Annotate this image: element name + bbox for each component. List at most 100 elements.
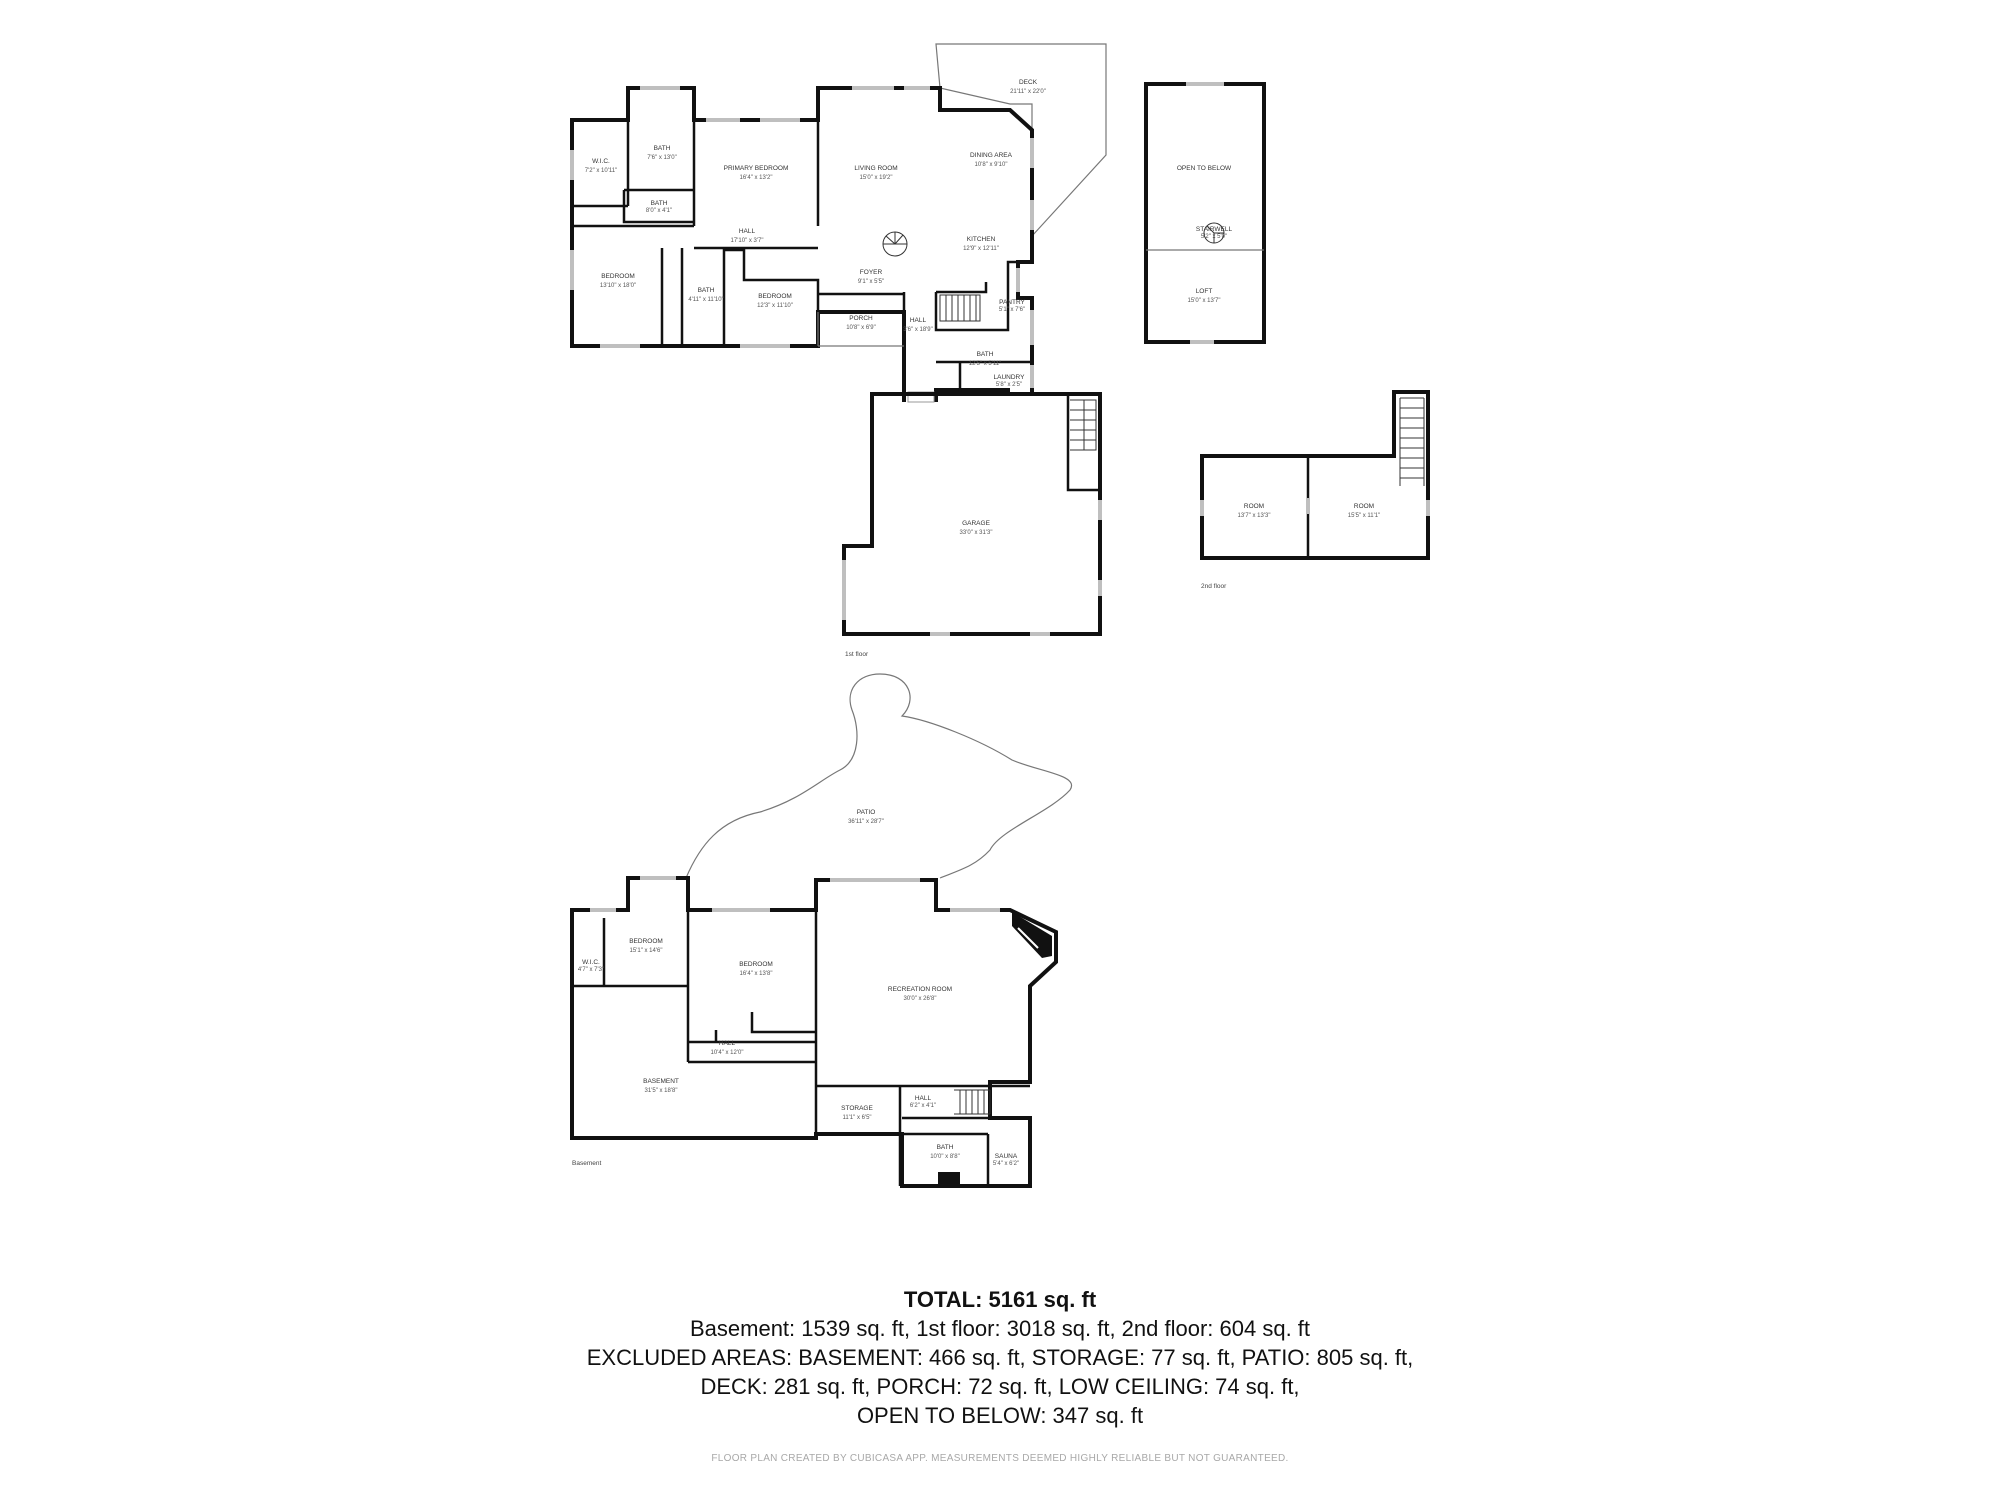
floor-areas: Basement: 1539 sq. ft, 1st floor: 3018 s… xyxy=(689,1316,1311,1341)
stairwell-dim: 5'2" x 5'0" xyxy=(1201,234,1227,240)
living-dim: 15'0" x 19'2" xyxy=(860,175,893,181)
room1-dim: 13'7" x 13'3" xyxy=(1238,513,1271,519)
foyer-dim: 9'1" x 5'5" xyxy=(858,279,884,285)
first-floor-label: 1st floor xyxy=(845,651,869,658)
foyer-stair-icon xyxy=(939,294,981,322)
storage-dim: 11'1" x 6'5" xyxy=(842,1115,871,1121)
garage-windows xyxy=(842,500,1102,636)
bath1-name: BATH xyxy=(654,145,671,152)
wic-name: W.I.C. xyxy=(592,158,610,165)
first-floor-windows xyxy=(570,86,1034,388)
hall2-name: HALL xyxy=(910,317,927,324)
basement-room-name: BASEMENT xyxy=(643,1078,679,1085)
fireplace-icon xyxy=(1012,912,1052,958)
second-floor-plan: ROOM 13'7" x 13'3" ROOM 15'5" x 11'1" 2n… xyxy=(1200,390,1430,590)
primary-bedroom-dim: 16'4" x 13'2" xyxy=(740,175,773,181)
basement-bedroom2-dim: 16'4" x 13'8" xyxy=(740,971,773,977)
pantry-dim: 5'1" x 7'6" xyxy=(999,307,1025,313)
kitchen-name: KITCHEN xyxy=(967,236,996,243)
second-floor-windows xyxy=(1200,498,1430,516)
bath4-dim: 12'5" x 5'11" xyxy=(969,361,1001,367)
area-summary: TOTAL: 5161 sq. ft Basement: 1539 sq. ft… xyxy=(0,1285,2000,1430)
bedroom2-dim: 12'3" x 11'10" xyxy=(757,303,793,309)
garage-stair-walls xyxy=(1066,394,1100,492)
foyer-name: FOYER xyxy=(860,269,883,276)
loft-outer-wall xyxy=(1144,82,1266,344)
porch-dim: 10'8" x 6'9" xyxy=(846,325,876,331)
pantry-name: PANTRY xyxy=(999,299,1025,306)
patio-outline xyxy=(685,673,1073,879)
house-outer-wall xyxy=(570,86,1034,396)
garage-outer-wall xyxy=(842,392,1102,636)
bedroom2-name: BEDROOM xyxy=(758,293,792,300)
sauna-dim: 5'4" x 6'2" xyxy=(993,1161,1019,1167)
basement-stair-icon xyxy=(954,1089,991,1115)
laundry-dim: 5'8" x 2'5" xyxy=(996,382,1022,388)
room2-dim: 15'5" x 11'1" xyxy=(1348,513,1380,519)
dining-name: DINING AREA xyxy=(970,152,1013,159)
basement-floor-label: Basement xyxy=(572,1160,601,1167)
dining-dim: 10'8" x 9'10" xyxy=(975,162,1008,168)
kitchen-dim: 12'9" x 12'11" xyxy=(963,246,999,252)
basement-windows xyxy=(590,876,1000,912)
excluded-areas-line3: OPEN TO BELOW: 347 sq. ft xyxy=(856,1403,1144,1428)
bedroom1-name: BEDROOM xyxy=(601,273,635,280)
sauna-heater-icon xyxy=(938,1172,960,1186)
deck-name: DECK xyxy=(1019,79,1038,86)
garage-name: GARAGE xyxy=(962,520,990,527)
bath2-dim: 8'0" x 4'1" xyxy=(646,208,672,214)
total-area: TOTAL: 5161 sq. ft xyxy=(903,1287,1097,1312)
second-floor-stair-icon xyxy=(1399,397,1425,486)
bath4-name: BATH xyxy=(977,351,994,358)
basement-room-dim: 31'5" x 18'8" xyxy=(645,1088,678,1094)
storage-name: STORAGE xyxy=(841,1105,873,1112)
hall1-name: HALL xyxy=(739,228,756,235)
loft-windows xyxy=(1186,82,1224,344)
basement-outer-wall xyxy=(570,876,1058,1188)
excluded-areas-line1: EXCLUDED AREAS: BASEMENT: 466 sq. ft, ST… xyxy=(586,1345,1414,1370)
first-floor-interior-walls xyxy=(572,120,1032,394)
deck-outline xyxy=(935,43,1107,238)
open-to-below-name: OPEN TO BELOW xyxy=(1177,165,1232,172)
hall2-dim: 3'6" x 18'9" xyxy=(903,327,933,333)
basement-bedroom2-name: BEDROOM xyxy=(739,961,773,968)
basement-bedroom1-dim: 15'1" x 14'6" xyxy=(630,948,663,954)
first-floor-plan: DECK 21'11" x 22'0" DINING AREA 10'8" x … xyxy=(570,43,1107,658)
room2-name: ROOM xyxy=(1354,503,1374,510)
loft-dim: 15'0" x 13'7" xyxy=(1188,298,1221,304)
second-floor-outer-wall xyxy=(1200,390,1430,560)
living-name: LIVING ROOM xyxy=(854,165,897,172)
basement-hall2-name: HALL xyxy=(915,1095,932,1102)
bath3-dim: 4'11" x 11'10" xyxy=(688,297,723,303)
bedroom1-dim: 13'10" x 18'0" xyxy=(600,283,636,289)
basement-hall1-dim: 10'4" x 12'0" xyxy=(711,1050,744,1056)
primary-bedroom-name: PRIMARY BEDROOM xyxy=(724,165,789,172)
bath1-dim: 7'6" x 13'0" xyxy=(647,155,677,161)
bath2-name: BATH xyxy=(651,200,668,207)
basement-hall2-dim: 6'2" x 4'1" xyxy=(910,1103,936,1109)
fireplace-hearth xyxy=(1017,927,1039,949)
basement-hall1-name: HALL xyxy=(719,1040,736,1047)
loft-plan: OPEN TO BELOW STAIRWELL 5'2" x 5'0" LOFT… xyxy=(1144,82,1266,344)
disclaimer: FLOOR PLAN CREATED BY CUBICASA APP. MEAS… xyxy=(711,1453,1289,1464)
wic-dim: 7'2" x 10'11" xyxy=(585,168,617,174)
loft-name: LOFT xyxy=(1196,288,1213,295)
loft-spiral-stair-icon xyxy=(1203,222,1225,244)
garage-stair-icon xyxy=(1070,399,1097,451)
basement-plan: PATIO 36'11" x 28'7" W.I.C. 4'7" x 7'3" … xyxy=(570,673,1073,1188)
basement-interior-walls xyxy=(572,880,1030,1186)
patio-name: PATIO xyxy=(857,809,876,816)
porch-outline xyxy=(817,312,904,347)
basement-bedroom1-name: BEDROOM xyxy=(629,938,663,945)
bath3-name: BATH xyxy=(698,287,715,294)
basement-bath-name: BATH xyxy=(937,1144,954,1151)
basement-bath-dim: 10'0" x 8'8" xyxy=(930,1154,960,1160)
porch-name: PORCH xyxy=(849,315,873,322)
garage-dim: 33'0" x 31'3" xyxy=(960,530,993,536)
hall1-dim: 17'10" x 3'7" xyxy=(731,238,764,244)
room1-name: ROOM xyxy=(1244,503,1264,510)
stairwell-name: STAIRWELL xyxy=(1196,226,1233,233)
basement-wic-dim: 4'7" x 7'3" xyxy=(578,967,604,973)
sauna-name: SAUNA xyxy=(995,1153,1018,1160)
